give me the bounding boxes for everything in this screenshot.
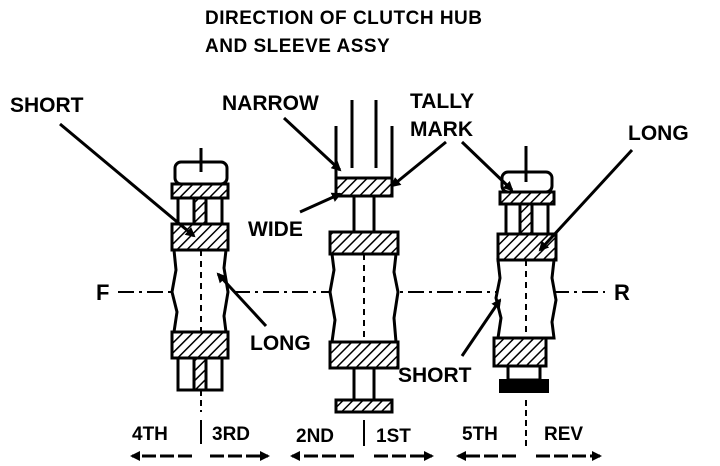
clutch-hub-5th-rev [492, 146, 558, 393]
leader-tally-mark-middle [390, 140, 447, 188]
gear-labels-2nd-1st: 2ND 1ST [290, 420, 434, 461]
clutch-hub-4th-3rd [170, 148, 230, 412]
gear-label-1st: 1ST [376, 426, 411, 447]
label-short-right: SHORT [398, 364, 472, 387]
label-long-right: LONG [628, 122, 689, 145]
gear-labels-5th-rev: 5TH REV [456, 400, 602, 461]
label-tally-mark-line-2: MARK [410, 118, 473, 141]
gear-labels-4th-3rd: 4TH 3RD [130, 420, 270, 461]
leader-wide [299, 192, 342, 214]
diagram-title-line-2: AND SLEEVE ASSY [205, 36, 390, 57]
gear-label-5th: 5TH [462, 424, 498, 445]
label-long-left: LONG [250, 332, 311, 355]
gear-label-2nd: 2ND [296, 426, 334, 447]
label-wide: WIDE [248, 218, 303, 241]
leader-tally-mark-right [460, 140, 514, 192]
diagram-title-line-1: DIRECTION OF CLUTCH HUB [205, 8, 482, 29]
label-narrow: NARROW [222, 92, 319, 115]
label-short-left: SHORT [10, 94, 84, 117]
leader-short-left [59, 122, 196, 238]
leader-short-right [460, 298, 502, 357]
leader-narrow [282, 116, 342, 172]
leader-long-right [538, 148, 634, 252]
gear-label-3rd: 3RD [212, 424, 250, 445]
gear-label-rev: REV [544, 424, 583, 445]
label-tally-mark-line-1: TALLY [410, 90, 474, 113]
axis-label-rear: R [614, 280, 630, 305]
clutch-hub-2nd-1st [328, 100, 400, 414]
leader-long-left [216, 272, 268, 328]
gear-label-4th: 4TH [132, 424, 168, 445]
axis-label-front: F [96, 280, 109, 305]
